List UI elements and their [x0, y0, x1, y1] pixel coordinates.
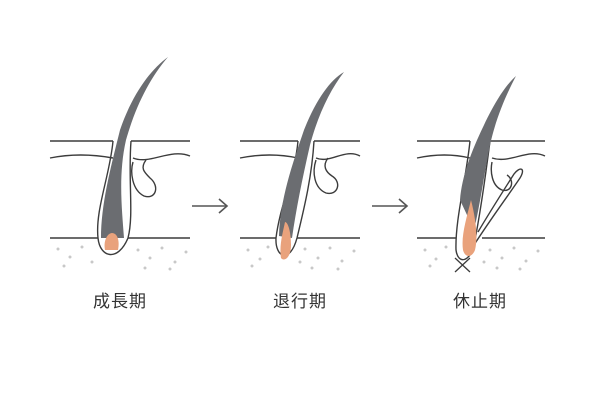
hair-shaft — [279, 72, 344, 238]
caption-catagen: 退行期 — [273, 292, 327, 312]
subcutaneous-dots — [246, 245, 356, 271]
hair-shaft — [460, 76, 516, 230]
epidermis-line — [49, 154, 114, 159]
epidermis-line — [491, 153, 546, 161]
sebaceous-gland — [131, 159, 157, 198]
hair-shaft — [101, 57, 168, 238]
new-follicle-strand — [473, 168, 524, 246]
epidermis-line — [416, 154, 471, 159]
sebaceous-gland — [313, 157, 339, 195]
epidermis-line — [132, 153, 191, 161]
follicle-base-cross — [454, 257, 471, 273]
subcutaneous-dots — [423, 245, 540, 271]
arrow-right-icon — [372, 198, 409, 214]
stage-catagen-illustration — [239, 72, 361, 271]
arrow-right-icon — [192, 198, 229, 214]
epidermis-line — [239, 154, 299, 159]
hair-follicle — [96, 140, 132, 256]
stage-anagen-illustration — [49, 57, 191, 271]
stage-telogen-illustration — [416, 76, 546, 273]
subcutaneous-dots — [56, 245, 188, 271]
sebaceous-gland — [490, 161, 513, 192]
dermal-papilla — [280, 222, 291, 260]
caption-anagen: 成長期 — [93, 292, 147, 312]
epidermis-line — [315, 153, 361, 161]
caption-telogen: 休止期 — [453, 292, 507, 312]
dermal-papilla — [104, 233, 119, 250]
dermal-papilla — [462, 200, 477, 256]
